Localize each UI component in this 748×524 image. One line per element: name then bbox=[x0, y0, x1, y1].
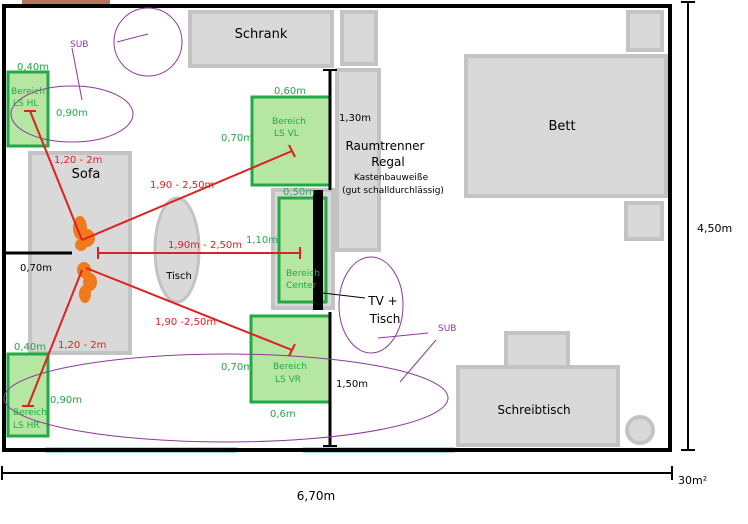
measure-center-height: 1,10m bbox=[246, 235, 278, 246]
label-kastenbauweise: Kastenbauweiße bbox=[354, 173, 429, 183]
sub-line-a bbox=[116, 33, 149, 43]
sub-line-b bbox=[71, 47, 83, 101]
measure-vr-width: 0,6m bbox=[270, 409, 296, 420]
tv-bar bbox=[313, 190, 323, 310]
measure-hl-width: 0,40m bbox=[17, 62, 49, 73]
measure-hr-height: 0,90m bbox=[50, 395, 82, 406]
sub-ellipse-top bbox=[10, 85, 134, 143]
dist-center: 1,90m - 2,50m bbox=[168, 240, 242, 251]
schreibtisch bbox=[456, 365, 620, 447]
measure-room-width: 6,70m bbox=[297, 489, 335, 503]
label-regal: Regal bbox=[371, 155, 405, 169]
measure-hl-height: 0,90m bbox=[56, 108, 88, 119]
raumtrenner-regal bbox=[335, 68, 381, 252]
measure-divider: 1,30m bbox=[339, 113, 371, 124]
label-sub-right: SUB bbox=[438, 324, 456, 334]
desk-chair bbox=[504, 331, 570, 369]
label-sofa: Sofa bbox=[72, 167, 101, 182]
measure-hr-width: 0,40m bbox=[14, 342, 46, 353]
sub-ellipse-bottom bbox=[3, 353, 449, 443]
label-schreibtisch: Schreibtisch bbox=[497, 403, 570, 417]
measure-vl-height: 0,70m bbox=[221, 133, 253, 144]
sub-line-c bbox=[377, 332, 429, 339]
label-schrank: Schrank bbox=[235, 27, 288, 42]
dist-hl: 1,20 - 2m bbox=[54, 155, 102, 166]
distance-lines bbox=[22, 110, 301, 407]
nightstand-bottom bbox=[624, 201, 664, 241]
label-tv-tisch: Tisch bbox=[369, 312, 401, 326]
zone-ls-vr bbox=[249, 314, 332, 404]
measure-vl-width: 0,60m bbox=[274, 86, 306, 97]
sub-circle-right bbox=[338, 256, 404, 354]
measure-center-width: 0,50m bbox=[283, 187, 315, 198]
zone-vr-text-1: Bereich bbox=[273, 362, 307, 372]
zone-hr-text-2: LS HR bbox=[13, 421, 40, 431]
zone-vr-text-2: LS VR bbox=[275, 375, 301, 385]
measure-sofa-offset: 0,70m bbox=[20, 263, 52, 274]
zone-hl-text-2: LS HL bbox=[13, 99, 38, 109]
label-bett: Bett bbox=[548, 119, 575, 134]
dist-vr: 1,90 -2,50m bbox=[155, 317, 216, 328]
zone-ls-hl bbox=[6, 70, 50, 148]
waste-bin bbox=[625, 415, 655, 445]
label-tv: TV + bbox=[367, 294, 397, 308]
measure-wall-right: 1,50m bbox=[336, 379, 368, 390]
measure-vr-height: 0,70m bbox=[221, 362, 253, 373]
small-cabinet bbox=[340, 10, 378, 66]
schrank bbox=[188, 10, 334, 68]
tisch-oval bbox=[153, 196, 201, 304]
label-sub-top: SUB bbox=[70, 40, 88, 50]
measure-room-height: 4,50m bbox=[697, 222, 732, 235]
zone-vl-text-1: Bereich bbox=[272, 117, 306, 127]
tv-pointer bbox=[322, 292, 366, 299]
zone-hr-text-1: Bereich bbox=[13, 408, 47, 418]
label-raumtrenner: Raumtrenner bbox=[345, 139, 424, 153]
nightstand-top bbox=[626, 10, 664, 52]
dist-hr: 1,20 - 2m bbox=[58, 340, 106, 351]
bett bbox=[464, 54, 668, 198]
zone-vl-text-2: LS VL bbox=[274, 129, 299, 139]
measure-area: 30m² bbox=[678, 474, 707, 487]
zone-hl-text-1: Bereich bbox=[11, 87, 45, 97]
door-strip bbox=[22, 0, 110, 7]
sub-line-d bbox=[399, 339, 437, 383]
dist-vl: 1,90 - 2,50m bbox=[150, 180, 214, 191]
label-tisch: Tisch bbox=[165, 271, 192, 282]
zone-center-text-1: Bereich bbox=[286, 269, 320, 279]
zone-ls-vl bbox=[250, 95, 332, 187]
room-wall bbox=[2, 4, 672, 452]
sub-circle-top bbox=[113, 7, 183, 77]
zone-center-text-2: Center bbox=[286, 281, 317, 291]
label-schalldurchlaessig: (gut schalldurchlässig) bbox=[342, 186, 444, 196]
